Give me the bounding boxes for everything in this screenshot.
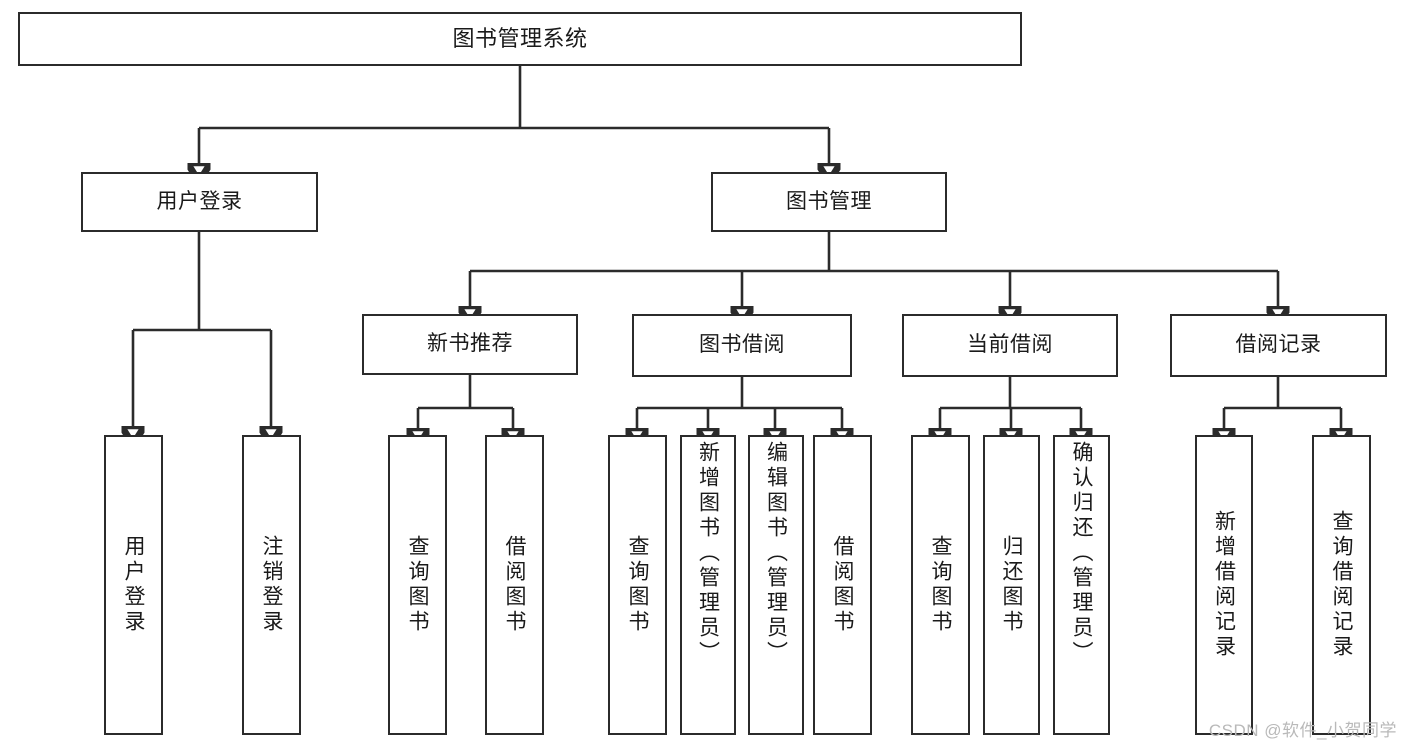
node-leaf-user-login-label: 用户登录 (122, 535, 145, 635)
node-book-manage-label: 图书管理 (786, 189, 872, 213)
node-leaf-confirm-return[interactable]: 确认归还（管理员） (1053, 435, 1110, 735)
node-leaf-confirm-return-label: 确认归还（管理员） (1070, 441, 1093, 666)
node-leaf-borrow-book-2[interactable]: 借阅图书 (813, 435, 872, 735)
node-leaf-edit-book[interactable]: 编辑图书（管理员） (748, 435, 804, 735)
node-book-borrow[interactable]: 图书借阅 (632, 314, 852, 377)
node-leaf-borrow-book-2-label: 借阅图书 (831, 535, 854, 635)
node-borrow-record-label: 借阅记录 (1235, 333, 1322, 357)
node-borrow-record[interactable]: 借阅记录 (1170, 314, 1387, 377)
node-current-borrow[interactable]: 当前借阅 (902, 314, 1118, 377)
node-root[interactable]: 图书管理系统 (18, 12, 1022, 66)
node-user-login[interactable]: 用户登录 (81, 172, 318, 232)
node-book-borrow-label: 图书借阅 (699, 333, 785, 357)
node-leaf-return-book[interactable]: 归还图书 (983, 435, 1040, 735)
node-leaf-query-book-1-label: 查询图书 (406, 535, 429, 635)
node-new-book-recommend-label: 新书推荐 (427, 332, 513, 356)
node-leaf-add-book-label: 新增图书（管理员） (696, 441, 720, 666)
node-leaf-borrow-book-1-label: 借阅图书 (503, 535, 526, 635)
node-leaf-add-book[interactable]: 新增图书（管理员） (680, 435, 736, 735)
node-leaf-logout-login-label: 注销登录 (260, 535, 283, 635)
node-new-book-recommend[interactable]: 新书推荐 (362, 314, 578, 375)
node-current-borrow-label: 当前借阅 (967, 333, 1053, 357)
node-leaf-query-book-1[interactable]: 查询图书 (388, 435, 447, 735)
node-user-login-label: 用户登录 (156, 189, 243, 213)
node-leaf-logout-login[interactable]: 注销登录 (242, 435, 301, 735)
node-leaf-borrow-book-1[interactable]: 借阅图书 (485, 435, 544, 735)
node-book-manage[interactable]: 图书管理 (711, 172, 947, 232)
node-leaf-query-record-label: 查询借阅记录 (1330, 510, 1353, 660)
node-leaf-query-book-3[interactable]: 查询图书 (911, 435, 970, 735)
node-root-label: 图书管理系统 (452, 26, 588, 52)
node-leaf-add-record-label: 新增借阅记录 (1212, 510, 1236, 660)
node-leaf-user-login[interactable]: 用户登录 (104, 435, 163, 735)
node-leaf-query-record[interactable]: 查询借阅记录 (1312, 435, 1371, 735)
node-leaf-return-book-label: 归还图书 (1000, 535, 1023, 635)
node-leaf-query-book-2-label: 查询图书 (626, 535, 649, 635)
node-leaf-edit-book-label: 编辑图书（管理员） (764, 441, 788, 666)
node-leaf-add-record[interactable]: 新增借阅记录 (1195, 435, 1253, 735)
node-leaf-query-book-3-label: 查询图书 (929, 535, 952, 635)
watermark: CSDN @软件_小贺同学 (1208, 721, 1397, 740)
node-leaf-query-book-2[interactable]: 查询图书 (608, 435, 667, 735)
